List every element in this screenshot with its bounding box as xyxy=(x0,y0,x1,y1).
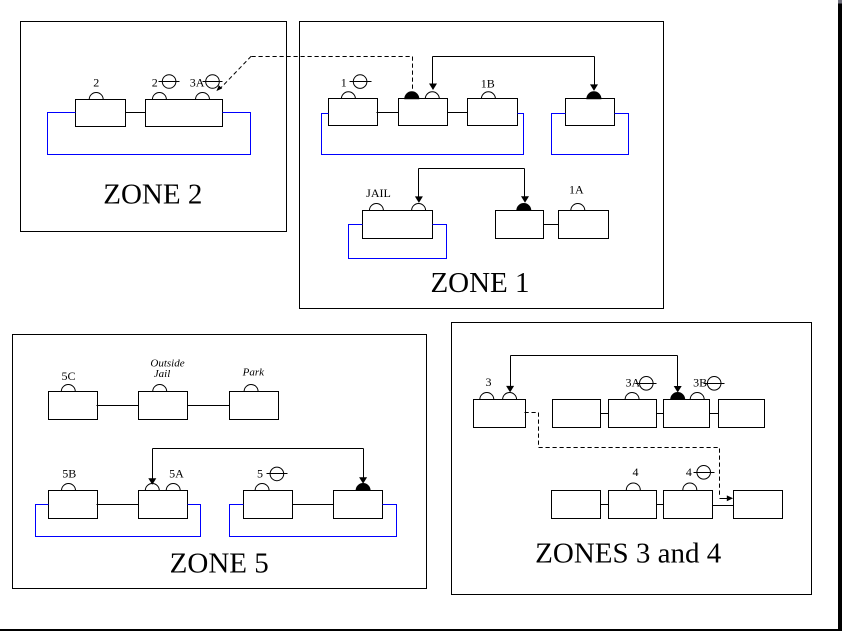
svg-text:Jail: Jail xyxy=(154,368,171,380)
svg-text:4: 4 xyxy=(633,465,639,479)
svg-text:3: 3 xyxy=(486,375,492,389)
svg-text:2: 2 xyxy=(93,76,99,90)
svg-text:1B: 1B xyxy=(481,77,495,91)
svg-text:JAIL: JAIL xyxy=(366,186,391,200)
svg-text:5A: 5A xyxy=(169,467,184,481)
svg-text:1A: 1A xyxy=(569,183,584,197)
svg-text:5B: 5B xyxy=(62,467,76,481)
svg-text:2: 2 xyxy=(152,76,158,90)
svg-text:ZONE 5: ZONE 5 xyxy=(170,548,269,580)
svg-text:1: 1 xyxy=(341,76,347,90)
svg-text:3A: 3A xyxy=(625,376,640,390)
svg-text:5C: 5C xyxy=(61,369,75,383)
svg-text:3A: 3A xyxy=(190,76,205,90)
svg-text:Outside: Outside xyxy=(150,358,184,370)
svg-text:ZONE 1: ZONE 1 xyxy=(430,267,529,299)
svg-text:3B: 3B xyxy=(693,376,707,390)
svg-text:ZONES 3 and 4: ZONES 3 and 4 xyxy=(535,538,722,570)
svg-text:5: 5 xyxy=(257,467,263,481)
svg-text:4: 4 xyxy=(686,465,692,479)
svg-text:Park: Park xyxy=(242,367,266,379)
svg-text:ZONE 2: ZONE 2 xyxy=(103,179,202,211)
